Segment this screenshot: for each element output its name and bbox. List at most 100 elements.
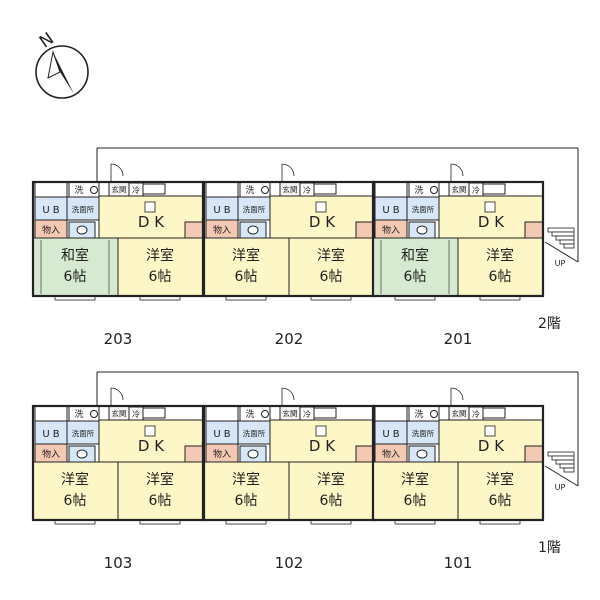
unit-outline [371,180,545,298]
compass-needle-icon [53,52,74,94]
compass-needle-light-icon [47,50,61,79]
unit-bath-label: U B [42,429,59,440]
room-type-label: 洋室 [61,471,89,488]
stair-step [551,455,575,461]
bath-fixture-icon [374,405,408,422]
wash-basin-label: 洗面所 [243,204,266,214]
kitchen-counter [482,183,506,195]
stair-step [555,459,575,465]
wash-basin-label: 洗面所 [72,204,95,214]
dining-kitchen-label: D K [478,213,505,231]
room-size-label: 6帖 [235,269,258,285]
stair-step [559,463,575,469]
room-2 [117,461,204,521]
room-size-label: 6帖 [64,269,87,285]
door-swing-icon [450,163,464,177]
toilet-bowl-icon [416,225,428,235]
room-type-label: 洋室 [486,247,514,264]
washer-label: 洗 [74,184,83,196]
unit-bath-label: U B [382,429,399,440]
room-type-label: 洋室 [486,471,514,488]
room-size-label: 6帖 [320,269,343,285]
range-hood-icon [315,201,327,213]
toilet-bowl-icon [76,449,88,459]
room-2 [288,237,375,297]
corridor-rail [544,465,579,487]
fridge-label: 冷 [303,185,311,195]
room-1 [32,237,119,297]
toilet-icon [430,410,438,418]
kitchen-counter [313,407,337,419]
north-compass: N [35,29,89,99]
room-type-label: 和室 [401,247,429,264]
toilet-icon [261,186,269,194]
closet-corner [524,445,544,463]
bath-fixture-icon [374,181,408,198]
closet-corner [524,221,544,239]
toilet-icon [261,410,269,418]
wash-basin-label: 洗面所 [72,428,95,438]
washer-label: 洗 [245,408,254,420]
fridge-label: 冷 [472,185,480,195]
dining-kitchen-label: D K [138,213,165,231]
room-size-label: 6帖 [149,493,172,509]
entrance-label: 玄関 [112,408,127,418]
unit-number: 202 [275,330,304,348]
entrance-label: 玄関 [283,184,298,194]
room-type-label: 洋室 [401,471,429,488]
room-size-label: 6帖 [404,493,427,509]
bath-fixture-icon [205,405,239,422]
room-size-label: 6帖 [235,493,258,509]
floor-label: 1階 [538,540,561,556]
toilet-icon [90,410,98,418]
room-size-label: 6帖 [149,269,172,285]
floor-label: 2階 [538,316,561,332]
kitchen-counter [313,183,337,195]
bath-fixture-icon [34,405,68,422]
room-size-label: 6帖 [404,269,427,285]
room-1 [203,237,290,297]
room-type-label: 洋室 [317,247,345,264]
unit-bath-label: U B [213,205,230,216]
fridge-label: 冷 [132,185,140,195]
room-1 [372,237,459,297]
storage-label: 物入 [42,448,60,460]
corridor-rail [544,241,579,263]
room-type-label: 洋室 [232,471,260,488]
stair-step [555,235,575,241]
room-type-label: 洋室 [146,247,174,264]
toilet-bowl-icon [76,225,88,235]
unit-number: 103 [104,554,133,572]
room-1 [372,461,459,521]
door-swing-icon [281,387,295,401]
bath-fixture-icon [205,181,239,198]
range-hood-icon [315,425,327,437]
door-swing-icon [450,387,464,401]
unit-number: 102 [275,554,304,572]
unit-number: 201 [444,330,473,348]
toilet-icon [90,186,98,194]
entrance-label: 玄関 [283,408,298,418]
entrance-label: 玄関 [112,184,127,194]
unit-outline [371,404,545,522]
room-type-label: 洋室 [317,471,345,488]
room-type-label: 和室 [61,247,89,264]
room-2 [288,461,375,521]
room-1 [203,461,290,521]
range-hood-icon [144,201,156,213]
storage-label: 物入 [382,448,400,460]
storage-label: 物入 [213,448,231,460]
entrance-label: 玄関 [452,408,467,418]
range-hood-icon [484,201,496,213]
room-type-label: 洋室 [146,471,174,488]
unit-number: 101 [444,554,473,572]
closet-corner [355,221,375,239]
door-swing-icon [110,163,124,177]
room-size-label: 6帖 [489,269,512,285]
